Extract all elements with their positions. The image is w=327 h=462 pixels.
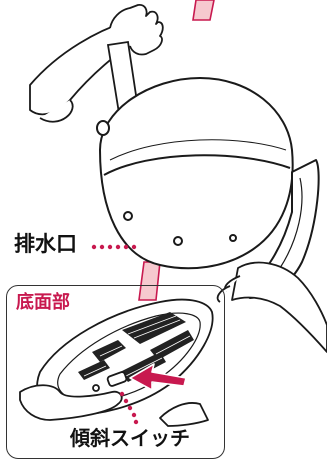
arrow-icon: [129, 363, 187, 391]
drain-outlet-label: 排水口: [14, 232, 77, 256]
inset-underside: [19, 298, 214, 427]
drain-pointer-line: [91, 244, 137, 250]
switch-pointer-line: [119, 391, 139, 425]
grille: [78, 312, 194, 382]
grille-mesh: [83, 315, 191, 377]
lower-right-arm: [216, 261, 327, 353]
tilt-switch-label: 傾斜スイッチ: [70, 426, 190, 450]
pipe-top: [192, 0, 215, 21]
unit-body: [96, 76, 294, 270]
inset-frame: [6, 285, 225, 459]
bottom-view-label: 底面部: [16, 292, 70, 313]
